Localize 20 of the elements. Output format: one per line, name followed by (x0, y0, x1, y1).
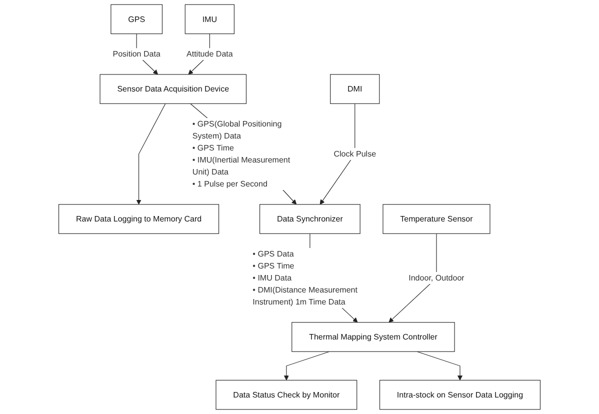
node-box: Intra-stock on Sensor Data Logging (379, 380, 541, 410)
node-box: Sensor Data Acquisition Device (100, 74, 247, 104)
edge-label: • GPS(Global Positioning System) Data • GPS Time • IMU(Inertial Measurement Unit) Data • 1 Pulse per Second (192, 119, 290, 188)
edge-label: Position Data (112, 49, 160, 58)
arrow (320, 103, 356, 205)
node-box: IMU (184, 4, 234, 34)
edge-label: Attitude Data (186, 49, 233, 58)
arrow (284, 351, 330, 380)
arrow (416, 351, 462, 380)
edge-label: • GPS Data • GPS Time • IMU Data • DMI(Distance Measurement Instrument) 1m Time Data (252, 249, 358, 306)
node-box: Thermal Mapping System Controller (292, 322, 455, 352)
node-box: Temperature Sensor (382, 204, 490, 234)
node-box: Data Synchronizer (260, 204, 360, 234)
edge-label: Indoor, Outdoor (408, 273, 464, 282)
node-box: Raw Data Logging to Memory Card (58, 204, 220, 234)
node-box: GPS (110, 4, 163, 34)
edge-label: Clock Pulse (334, 149, 376, 158)
arrow (136, 103, 166, 205)
node-box: DMI (330, 74, 380, 104)
node-box: Data Status Check by Monitor (216, 380, 358, 410)
